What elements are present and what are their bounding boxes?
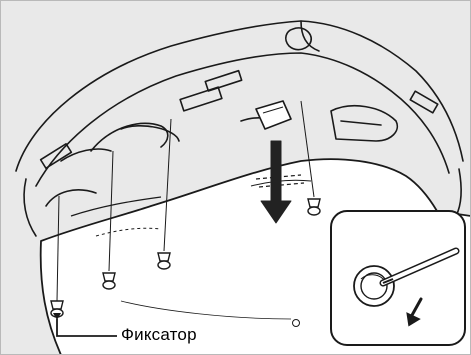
cover-cap [256, 101, 291, 129]
retainer-callout-label: Фиксатор [121, 324, 197, 346]
detail-inset [331, 211, 465, 345]
